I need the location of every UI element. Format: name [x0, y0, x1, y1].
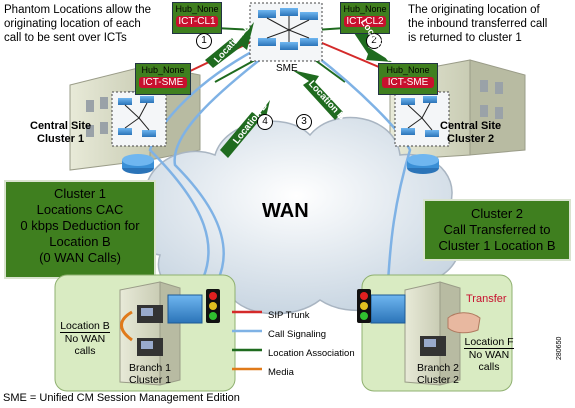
cluster2-server-icon [394, 91, 450, 147]
branch2-location-label: Location F No WAN calls [464, 336, 514, 373]
info-line: Cluster 1 Location B [438, 238, 556, 253]
router-right-icon [407, 154, 439, 174]
branch1-name: Branch 1 Cluster 1 [120, 362, 180, 386]
transfer-label: Transfer [466, 293, 507, 305]
cluster-title-line: Cluster 2 [447, 133, 495, 145]
tag-ict-sme-right: Hub_None ICT-SME [378, 63, 438, 95]
info-line: 0 kbps Deduction for [20, 218, 140, 233]
branch2-name: Branch 2 Cluster 2 [408, 362, 468, 386]
caption-line: call to be sent over ICTs [4, 32, 127, 44]
branch-note: calls [74, 345, 96, 357]
tag-hub-label: Hub_None [141, 65, 185, 75]
tag-name: ICT-SME [139, 77, 187, 88]
branch-name-line: Branch 1 [128, 362, 172, 374]
step-1-marker: 1 [196, 33, 212, 49]
info-box-right-bg [423, 199, 571, 261]
tag-ict-cl1: Hub_None ICT-CL1 [172, 2, 222, 34]
cluster2-title: Central Site Cluster 2 [440, 120, 501, 146]
branch-location: Location B [60, 320, 110, 333]
cluster-title-line: Central Site [30, 120, 92, 132]
footer-note: SME = Unified CM Session Management Edit… [3, 392, 240, 404]
branch-name-line: Cluster 2 [416, 374, 459, 386]
legend-swatches [232, 310, 262, 371]
branch-note: No WAN [64, 333, 106, 345]
sme-cluster-icon [249, 2, 323, 62]
caption-top-left: Phantom Locations allow the originating … [4, 3, 151, 45]
wan-label: WAN [262, 200, 309, 222]
info-line: (0 WAN Calls) [39, 250, 121, 265]
traffic-light-right-icon [357, 289, 371, 323]
hand-transfer-icon [447, 312, 481, 334]
tag-name: ICT-CL1 [176, 16, 218, 27]
caption-line: Phantom Locations allow the [4, 4, 152, 16]
sme-label: SME [276, 63, 298, 74]
info-line: Location B [49, 234, 111, 249]
branch1-switch-icon [167, 294, 203, 324]
info-line: Locations CAC [36, 202, 124, 217]
caption-line: originating location of each [4, 18, 141, 30]
caption-line: The originating location of [408, 4, 540, 16]
caption-line: is returned to cluster 1 [408, 32, 522, 44]
cluster1-server-icon [111, 91, 167, 147]
traffic-light-left-icon [206, 289, 220, 323]
branch1-location-label: Location B No WAN calls [60, 320, 110, 357]
info-box-right: Cluster 2 Call Transferred to Cluster 1 … [424, 206, 570, 254]
legend: SIP Trunk Call Signaling Location Associ… [268, 306, 355, 382]
info-line: Call Transferred to [443, 222, 551, 237]
cluster1-title: Central Site Cluster 1 [30, 120, 91, 146]
cluster-title-line: Central Site [440, 120, 502, 132]
branch-name-line: Branch 2 [416, 362, 460, 374]
step-2-marker: 2 [366, 33, 382, 49]
tag-hub-label: Hub_None [343, 4, 387, 14]
info-line: Cluster 1 [53, 186, 107, 201]
figure-id: 280650 [556, 336, 563, 360]
branch-note: No WAN [468, 349, 510, 361]
branch-note: calls [478, 361, 500, 373]
tag-ict-sme-left: Hub_None ICT-SME [135, 63, 191, 95]
tag-hub-label: Hub_None [386, 65, 430, 75]
branch-location: Location F [464, 336, 514, 349]
tag-hub-label: Hub_None [175, 4, 219, 14]
tag-ict-cl2: Hub_None ICT-CL2 [340, 2, 390, 34]
legend-call-signaling: Call Signaling [268, 329, 327, 340]
legend-sip-trunk: SIP Trunk [268, 310, 310, 321]
branch1-phone-icon [120, 305, 163, 356]
tag-name: ICT-SME [382, 77, 434, 88]
tag-name: ICT-CL2 [344, 16, 386, 27]
cluster-title-line: Cluster 1 [37, 133, 85, 145]
branch-name-line: Cluster 1 [128, 374, 171, 386]
step-3-marker: 3 [296, 114, 312, 130]
caption-line: the inbound transferred call [408, 18, 548, 30]
branch2-building [404, 281, 461, 386]
info-line: Cluster 2 [470, 206, 524, 221]
step-4-marker: 4 [257, 114, 273, 130]
branch2-phone-icon [420, 336, 446, 356]
info-box-left: Cluster 1 Locations CAC 0 kbps Deduction… [5, 186, 155, 266]
branch2-switch-icon [370, 294, 406, 324]
legend-location-association: Location Association [268, 348, 355, 359]
router-left-icon [122, 154, 154, 174]
caption-top-right: The originating location of the inbound … [408, 3, 547, 45]
info-box-left-bg [4, 180, 156, 279]
legend-media: Media [268, 367, 294, 378]
